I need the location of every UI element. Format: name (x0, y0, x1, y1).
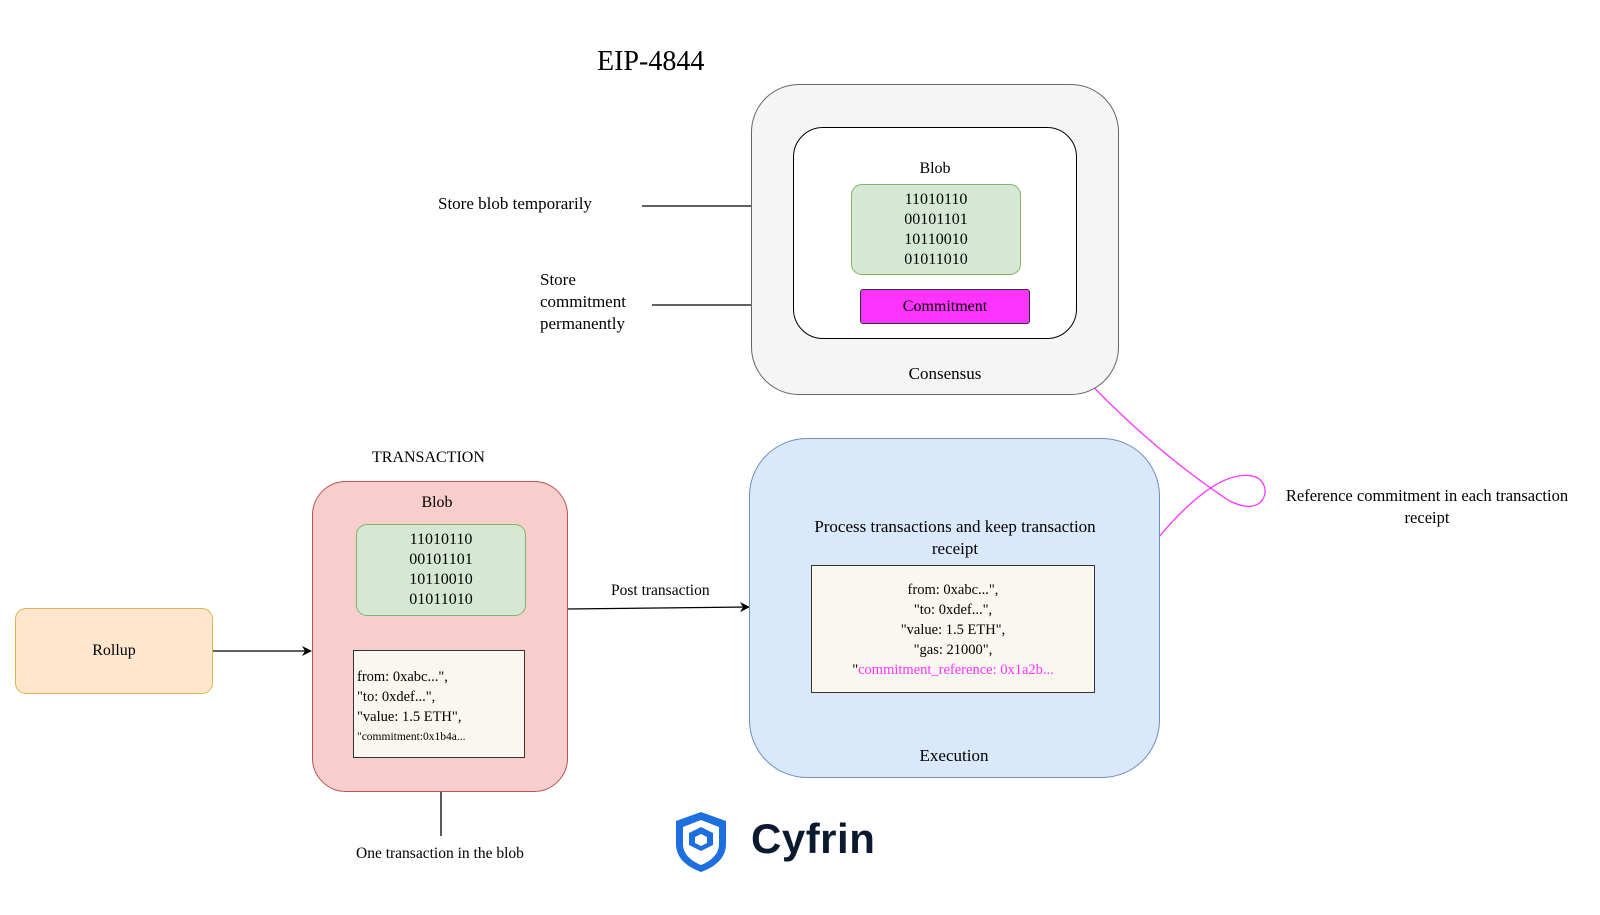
store-blob-label: Store blob temporarily (438, 194, 592, 213)
reference-label-line: receipt (1404, 508, 1450, 527)
store-commitment-label-line: permanently (540, 314, 625, 333)
post-transaction-arrow (566, 602, 750, 613)
post-transaction-label: Post transaction (611, 582, 710, 599)
rollup-box: Rollup (15, 608, 213, 694)
transaction-blob-bit-row: 00101101 (409, 551, 473, 568)
store-commitment-label-line: commitment (540, 292, 626, 311)
consensus-label: Consensus (908, 364, 982, 383)
reference-label-line: Reference commitment in each transaction (1285, 486, 1569, 505)
consensus-blob-bit-row: 11010110 (904, 191, 968, 208)
execution-receipt-box: from: 0xabc...", "to: 0xdef...", "value:… (811, 565, 1095, 693)
transaction-details-box: from: 0xabc...", "to: 0xdef...", "value:… (353, 650, 525, 758)
tx-commitment-line: "commitment:0x1b4a... (357, 731, 466, 743)
receipt-line: from: 0xabc...", (907, 582, 999, 598)
receipt-line: "value: 1.5 ETH", (900, 622, 1006, 638)
transaction-blob-bit-row: 01011010 (409, 591, 473, 608)
execution-process-line: Process transactions and keep transactio… (814, 517, 1096, 536)
transaction-blob-bit-row: 10110010 (409, 571, 473, 588)
store-commitment-label-line: Store (540, 270, 576, 289)
tx-detail-line: "to: 0xdef...", (357, 689, 436, 705)
execution-label: Execution (919, 746, 989, 765)
cyfrin-logo: Cyfrin (672, 810, 882, 874)
transaction-blob-label: Blob (421, 494, 453, 511)
execution-process-line: receipt (931, 539, 979, 558)
consensus-blob-bit-row: 00101101 (904, 211, 968, 228)
receipt-line: "to: 0xdef...", (913, 602, 993, 618)
consensus-blob-bit-row: 10110010 (904, 231, 968, 248)
receipt-reference-quote: " (852, 662, 859, 678)
tx-detail-line: "value: 1.5 ETH", (357, 709, 462, 725)
cyfrin-wordmark: Cyfrin (751, 815, 876, 862)
one-transaction-label: One transaction in the blob (356, 845, 524, 862)
transaction-blob-box: 11010110 00101101 10110010 01011010 (356, 524, 526, 616)
transaction-blob-bit-row: 11010110 (409, 531, 473, 548)
cyfrin-shield-icon (676, 812, 726, 872)
consensus-blob-box: 11010110 00101101 10110010 01011010 (851, 184, 1021, 275)
receipt-reference-text: commitment_reference: 0x1a2b... (858, 662, 1054, 678)
receipt-reference-line: "commitment_reference: 0x1a2b... (812, 660, 1094, 680)
receipt-line: "gas: 21000", (913, 642, 993, 658)
consensus-blob-bit-row: 01011010 (904, 251, 968, 268)
transaction-heading: TRANSACTION (372, 449, 485, 466)
tx-detail-line: from: 0xabc...", (357, 669, 448, 685)
consensus-blob-label: Blob (919, 160, 951, 177)
store-commitment-label: Store commitment permanently (540, 269, 626, 335)
page-title: EIP-4844 (597, 46, 705, 77)
commitment-box: Commitment (860, 289, 1030, 324)
reference-commitment-label: Reference commitment in each transaction… (1262, 485, 1592, 529)
execution-process-label: Process transactions and keep transactio… (770, 516, 1140, 560)
